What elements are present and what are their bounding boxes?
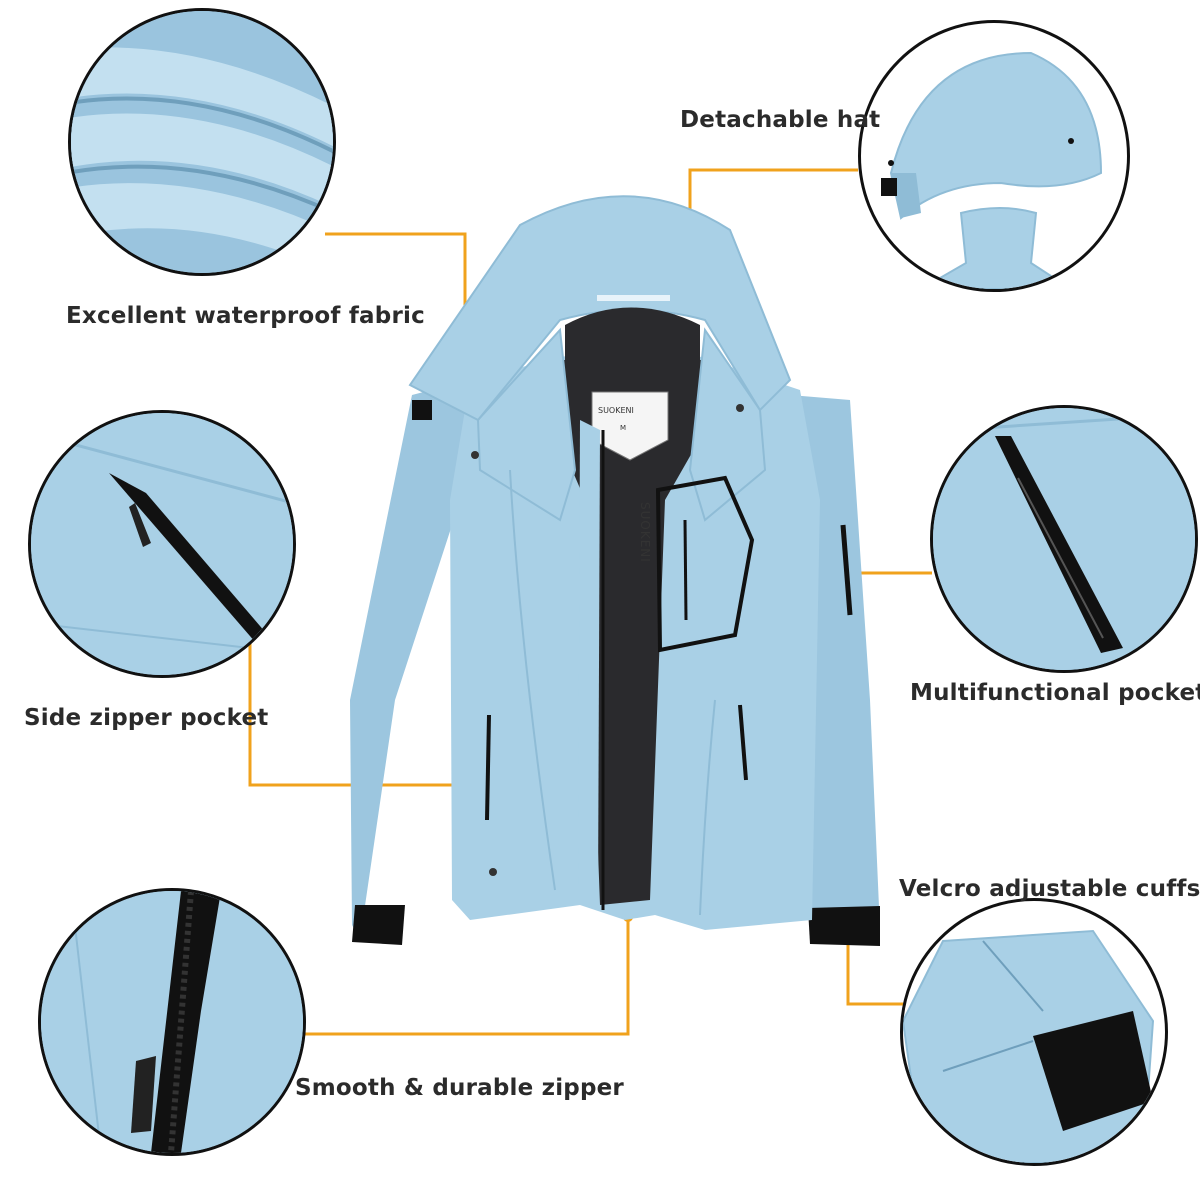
label-detachable-hat: Detachable hat: [680, 107, 881, 133]
neck-size-text: M: [620, 424, 627, 432]
detail-side-pocket-image: [28, 410, 296, 678]
jacket-image: SUOKENI SUOKENI M: [330, 180, 930, 960]
label-waterproof-fabric: Excellent waterproof fabric: [66, 303, 425, 329]
chest-brand-text: SUOKENI: [638, 502, 652, 563]
detail-cuffs-image: [900, 898, 1168, 1166]
neck-label-text: SUOKENI: [598, 406, 634, 415]
label-multifunctional-pocket: Multifunctional pocket: [910, 680, 1200, 706]
detail-hat-image: [858, 20, 1130, 292]
hood: [408, 195, 792, 422]
label-side-zipper-pocket: Side zipper pocket: [24, 705, 269, 731]
chest-pocket: [655, 475, 755, 653]
left-sleeve: [350, 380, 470, 940]
detail-zipper-image: [38, 888, 306, 1156]
label-velcro-cuffs: Velcro adjustable cuffs: [899, 876, 1200, 902]
detail-multi-pocket-image: [930, 405, 1198, 673]
label-durable-zipper: Smooth & durable zipper: [295, 1075, 624, 1101]
detail-fabric-image: [68, 8, 336, 276]
